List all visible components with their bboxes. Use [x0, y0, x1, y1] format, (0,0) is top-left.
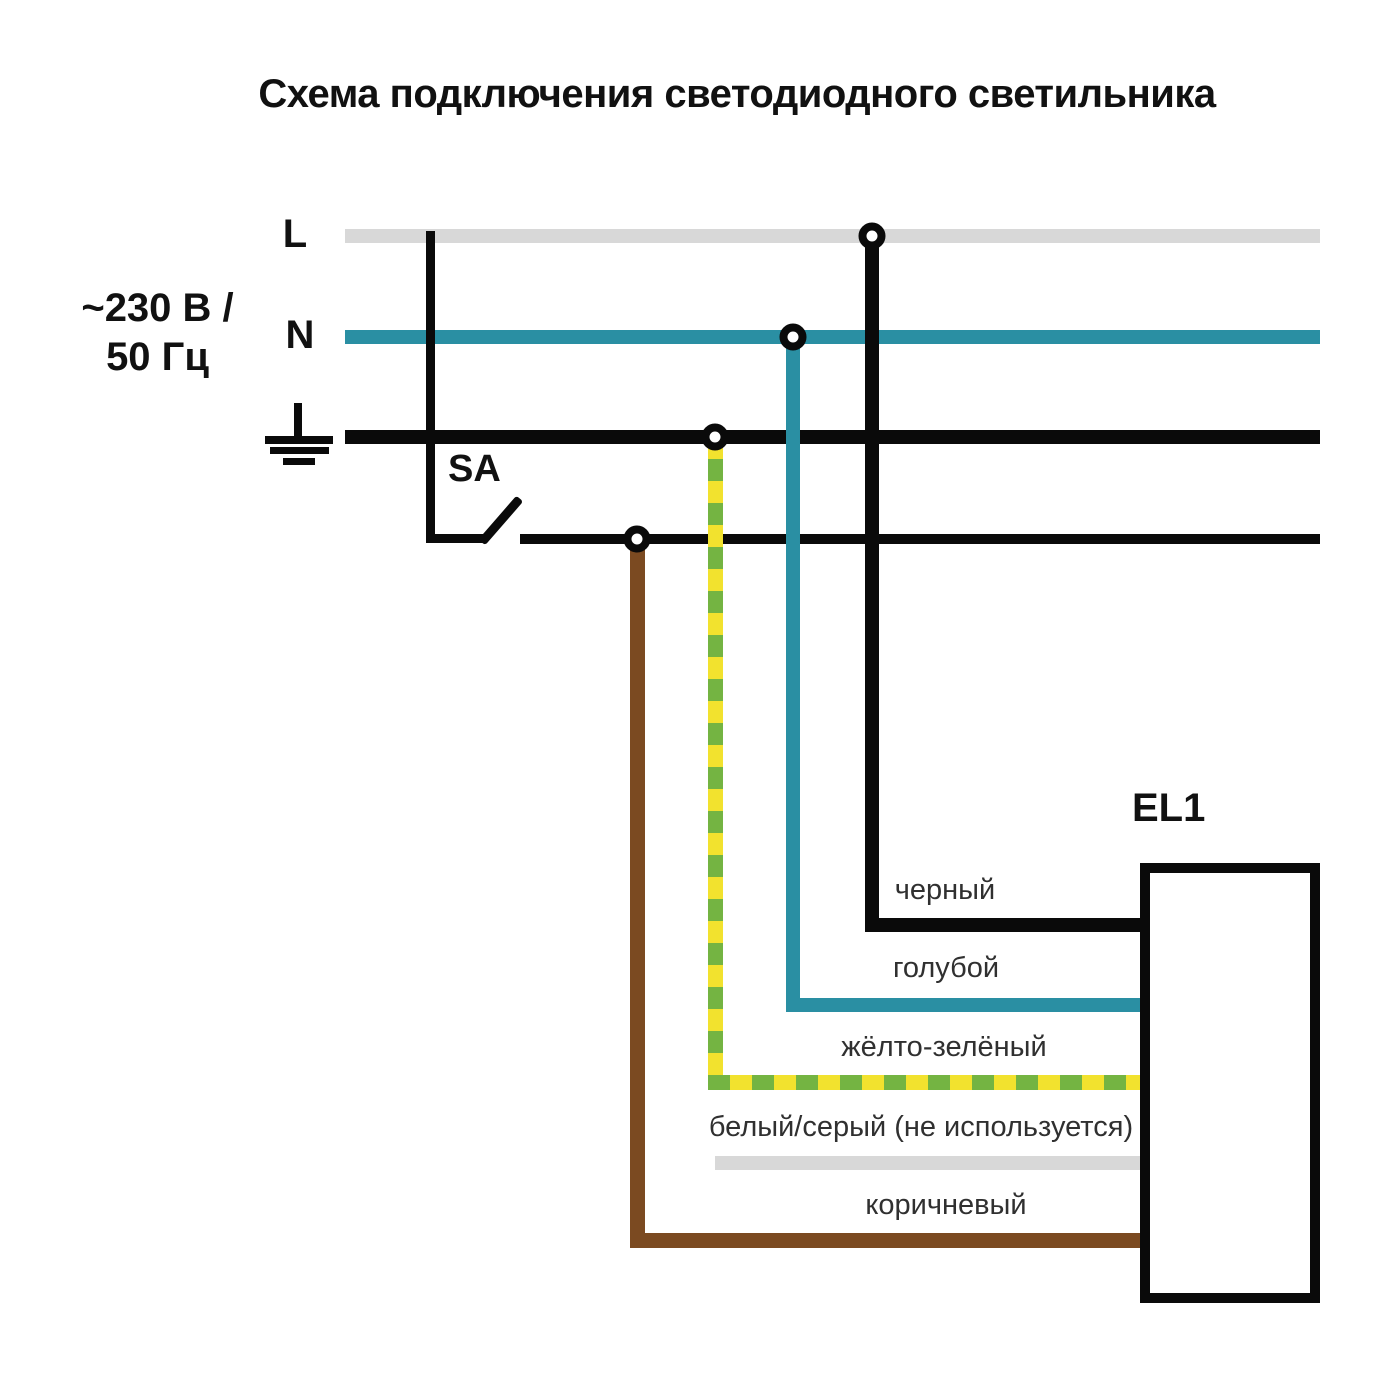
n-bus-line [345, 330, 1320, 344]
white-gray-wire-stub [715, 1156, 1150, 1170]
yellow-green-wire-horizontal [708, 1075, 1150, 1090]
black-wire-vertical [865, 229, 879, 932]
line-n-label: N [285, 313, 315, 357]
switch-feed-wire [426, 231, 435, 543]
switch-label: SA [448, 448, 501, 490]
blue-wire-horizontal [786, 998, 1150, 1012]
yellow-green-wire-vertical [708, 437, 723, 1090]
source-voltage-label: ~230 В /50 Гц [81, 286, 234, 379]
line-l-label: L [282, 212, 308, 256]
luminaire-box [1140, 863, 1320, 1303]
junction-dot-l [858, 222, 886, 250]
wire-label-white-gray: белый/серый (не используется) [708, 1111, 1134, 1143]
wire-label-black: черный [894, 874, 996, 906]
black-wire-horizontal [865, 918, 1150, 932]
pe-bus-line [345, 430, 1320, 444]
wire-label-yellow-green: жёлто-зелёный [841, 1031, 1047, 1063]
junction-dot-switched [623, 525, 651, 553]
page-title: Схема подключения светодиодного светильн… [258, 72, 1216, 116]
switch-hinge-segment [426, 534, 483, 543]
brown-wire-vertical [630, 535, 645, 1248]
junction-dot-pe [701, 423, 729, 451]
junction-dot-n [779, 323, 807, 351]
blue-wire-vertical [786, 330, 800, 1012]
luminaire-label: EL1 [1132, 786, 1206, 830]
switched-line [520, 534, 1320, 544]
wire-label-brown: коричневый [865, 1189, 1027, 1221]
switch-blade [478, 495, 524, 546]
wire-label-blue: голубой [892, 952, 1000, 984]
l-bus-line [345, 229, 1320, 243]
brown-wire-horizontal [630, 1233, 1150, 1248]
